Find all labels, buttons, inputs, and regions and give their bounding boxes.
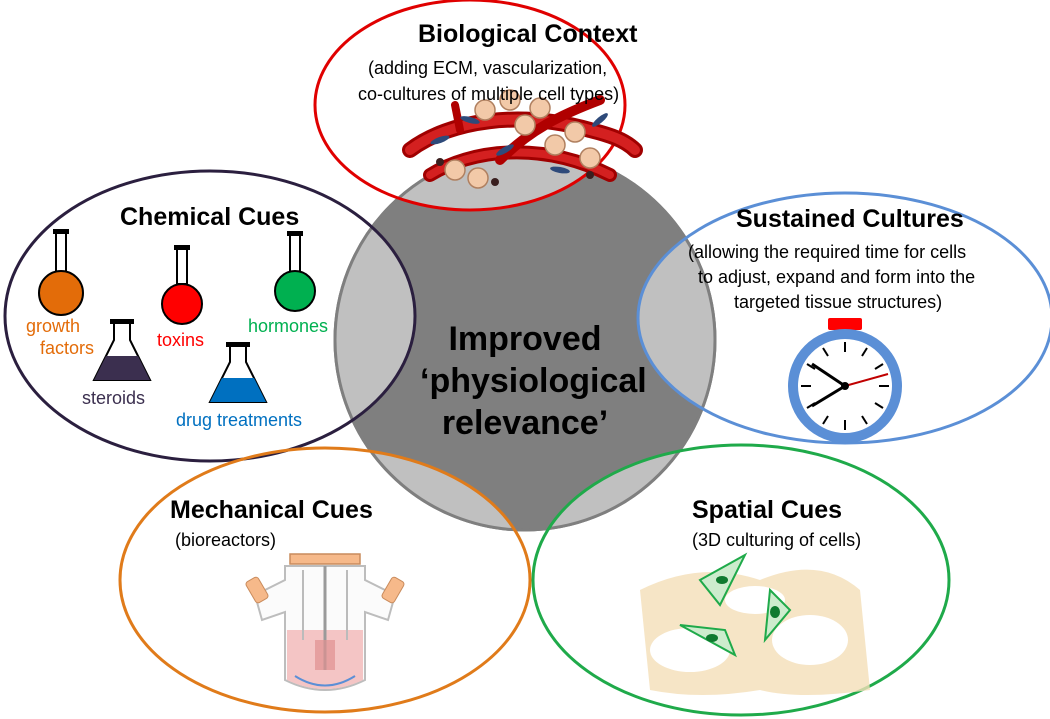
chemical-cues-ring: [3, 169, 417, 463]
sustained-subtitle-2: to adjust, expand and form into the: [698, 267, 976, 287]
tissue-illustration: [402, 89, 643, 189]
sustained-subtitle-1: (allowing the required time for cells: [688, 242, 967, 262]
mechanical-cues-subtitle: (bioreactors): [175, 530, 277, 550]
center-label: Improved ‘physiological relevance’: [420, 318, 647, 444]
flask-hormones: [274, 231, 316, 312]
biological-context-subtitle-1: (adding ECM, vascularization,: [368, 58, 608, 78]
growth-label-2: factors: [40, 338, 95, 358]
biological-context-title: Biological Context: [418, 20, 638, 48]
stopwatch-icon: [788, 318, 902, 443]
flask-growth-factors: [38, 229, 84, 316]
center-line-2: ‘physiological: [420, 362, 647, 400]
flask-steroids: [92, 319, 152, 381]
center-line-1: Improved: [448, 320, 602, 358]
sustained-subtitle-3: targeted tissue structures): [734, 292, 943, 312]
chemical-cues-title: Chemical Cues: [120, 203, 300, 231]
bioreactor-icon: [245, 553, 405, 691]
spatial-cues-ring: [531, 443, 951, 717]
steroids-label: steroids: [82, 388, 146, 408]
drug-treatments-label: drug treatments: [176, 410, 303, 430]
toxins-label: toxins: [157, 330, 205, 350]
biological-context-ring: [313, 0, 627, 212]
growth-label-1: growth: [26, 316, 81, 336]
spatial-cues-subtitle: (3D culturing of cells): [692, 530, 862, 550]
flask-toxins: [161, 245, 203, 325]
scaffold-icon: [640, 552, 870, 695]
sustained-cultures-title: Sustained Cultures: [736, 205, 964, 233]
center-line-3: relevance’: [441, 404, 609, 442]
mechanical-cues-ring: [118, 446, 532, 714]
hormones-label: hormones: [248, 316, 329, 336]
flask-drug-treatments: [208, 342, 268, 403]
spatial-cues-title: Spatial Cues: [692, 496, 843, 524]
mechanical-cues-title: Mechanical Cues: [170, 496, 373, 524]
biological-context-subtitle-2: co-cultures of multiple cell types): [358, 84, 620, 104]
